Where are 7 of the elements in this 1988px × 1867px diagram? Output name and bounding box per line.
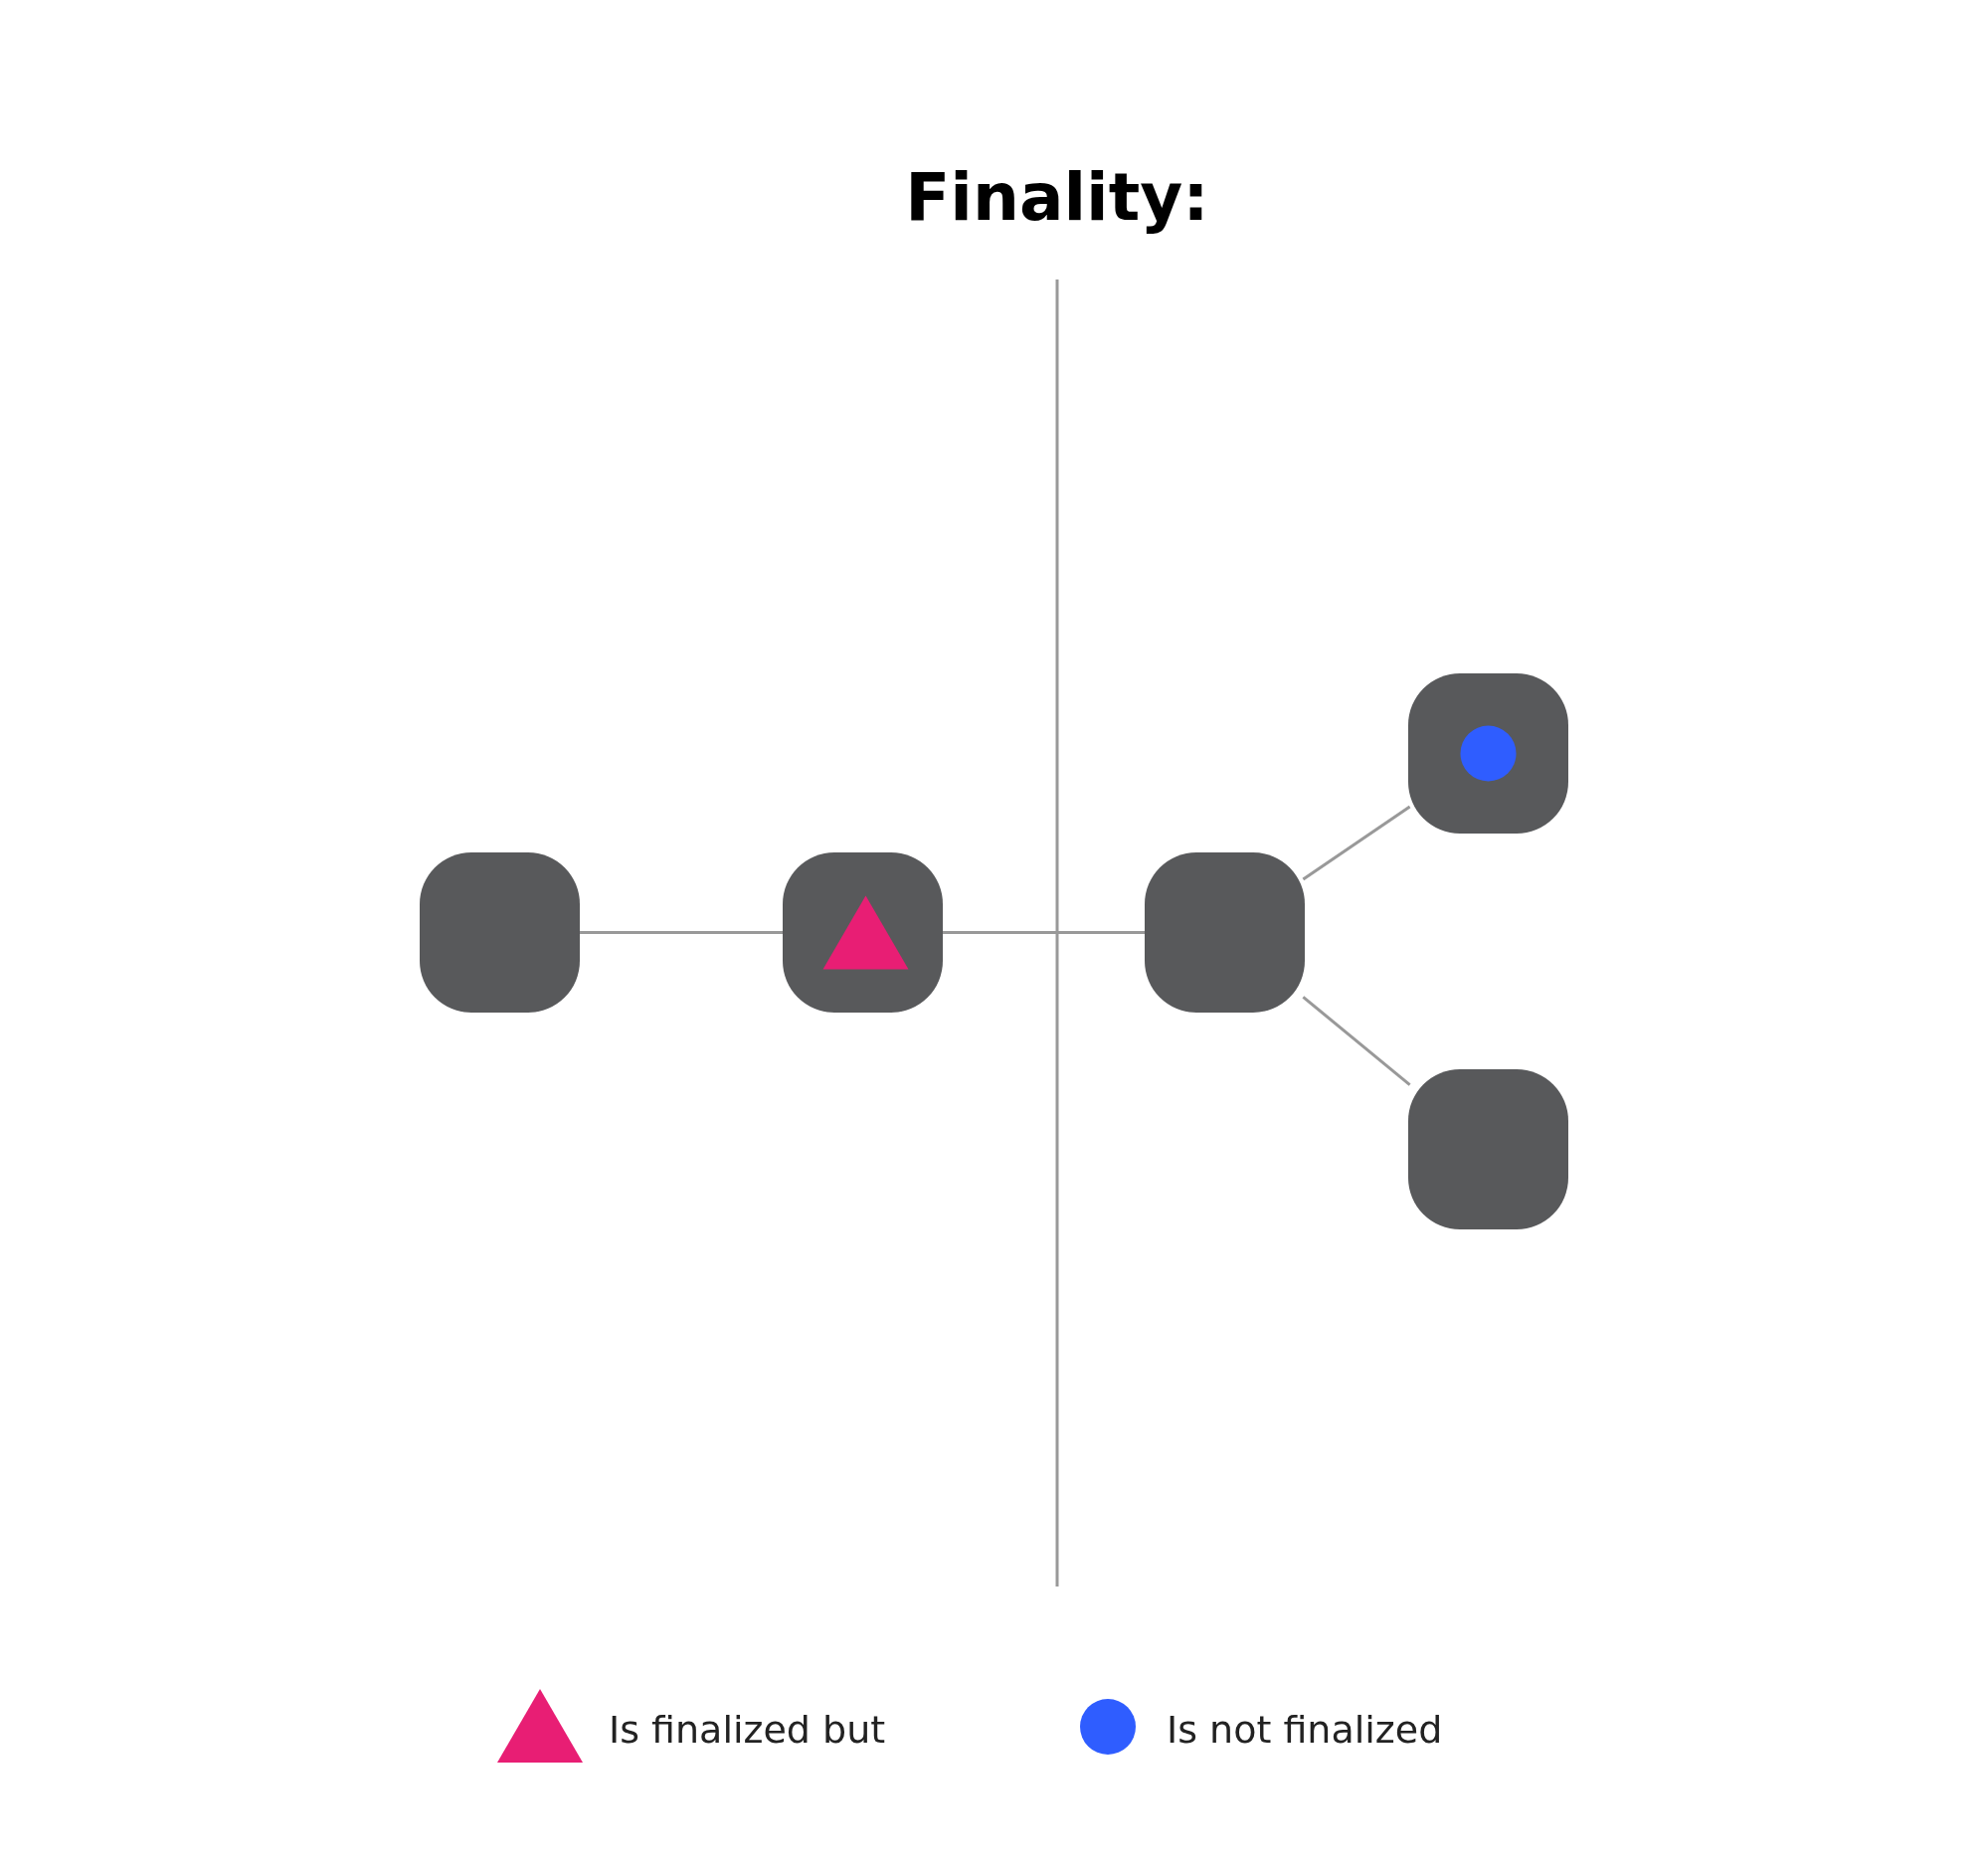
title: Finality: bbox=[904, 159, 1210, 236]
legend-label: Is not finalized bbox=[1167, 1711, 1443, 1749]
connector-line bbox=[1302, 996, 1411, 1086]
legend-label: Is finalized but bbox=[609, 1711, 886, 1749]
connector-line bbox=[941, 931, 1147, 934]
connector-line bbox=[1302, 805, 1411, 881]
connector-line bbox=[578, 931, 785, 934]
